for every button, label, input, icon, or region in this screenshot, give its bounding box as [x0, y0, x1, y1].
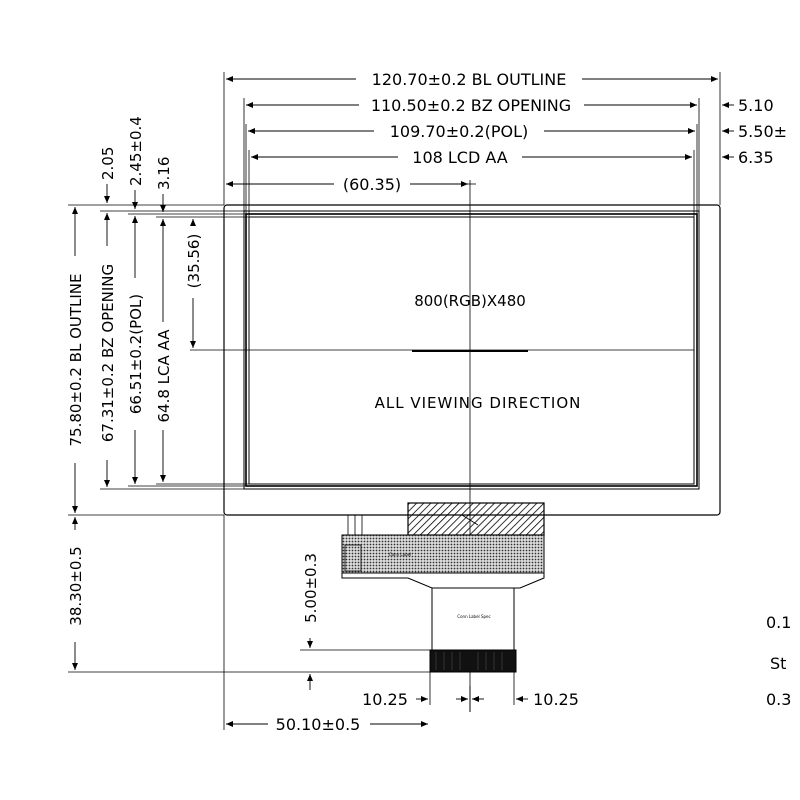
dim-fpc-half-right: 10.25 [533, 690, 579, 709]
dim-center-x: (60.35) [343, 175, 401, 194]
dim-fpc-tab: 5.00±0.3 [302, 553, 320, 623]
vertical-dimensions [72, 207, 471, 712]
fpc-neck [341, 572, 545, 589]
dim-bl-outline-width: 120.70±0.2 BL OUTLINE [372, 70, 567, 89]
dim-pol-height: 66.51±0.2(POL) [127, 294, 145, 414]
dim-top-offset-3: 3.16 [155, 157, 173, 190]
dim-top-offset-2: 2.45±0.4 [127, 116, 145, 186]
dim-bz-opening-width: 110.50±0.2 BZ OPENING [371, 96, 571, 115]
top-offset-lines [104, 184, 166, 212]
fpc-connector-section [431, 587, 515, 651]
extension-lines [68, 72, 721, 730]
bl-outline [223, 204, 721, 516]
viewing-direction-label: ALL VIEWING DIRECTION [375, 394, 582, 412]
dim-lca-aa-height: 64.8 LCA AA [155, 329, 173, 423]
horizontal-dimensions [226, 76, 718, 727]
side-note-3: 0.3 [766, 690, 791, 709]
dim-fpc-half-left: 10.25 [362, 690, 408, 709]
dim-bl-outline-height: 75.80±0.2 BL OUTLINE [67, 274, 85, 447]
dim-fpc-length: 38.30±0.5 [67, 546, 85, 625]
dim-fpc-offset: 50.10±0.5 [276, 715, 361, 734]
dim-right-offset-3: 6.35 [738, 148, 774, 167]
dim-pol-width: 109.70±0.2(POL) [390, 122, 528, 141]
fpc-print-label: Conn Label [389, 552, 411, 557]
right-offset-lines [722, 102, 734, 160]
fpc-print-spec: Conn Label Spec [457, 614, 490, 619]
resolution-label: 800(RGB)X480 [414, 292, 526, 310]
fpc-small-part [344, 544, 362, 572]
side-note-1: 0.1 [766, 613, 791, 632]
dim-top-offset-1: 2.05 [99, 147, 117, 180]
dim-right-offset-2: 5.50± [738, 122, 787, 141]
panel-outlines [223, 204, 721, 516]
fpc-flex-upper [341, 534, 545, 574]
dim-right-offset-1: 5.10 [738, 96, 774, 115]
dim-center-y: (35.56) [185, 234, 203, 289]
dim-bz-opening-height: 67.31±0.2 BZ OPENING [99, 264, 117, 442]
side-note-2: St [770, 654, 786, 673]
fpc-stiffener [407, 502, 545, 536]
fpc-contact-pads [429, 649, 517, 673]
dim-lcd-aa-width: 108 LCD AA [412, 148, 508, 167]
fpc-assembly: Conn Label Conn Label Spec [341, 502, 545, 673]
lcd-aa [248, 216, 695, 485]
